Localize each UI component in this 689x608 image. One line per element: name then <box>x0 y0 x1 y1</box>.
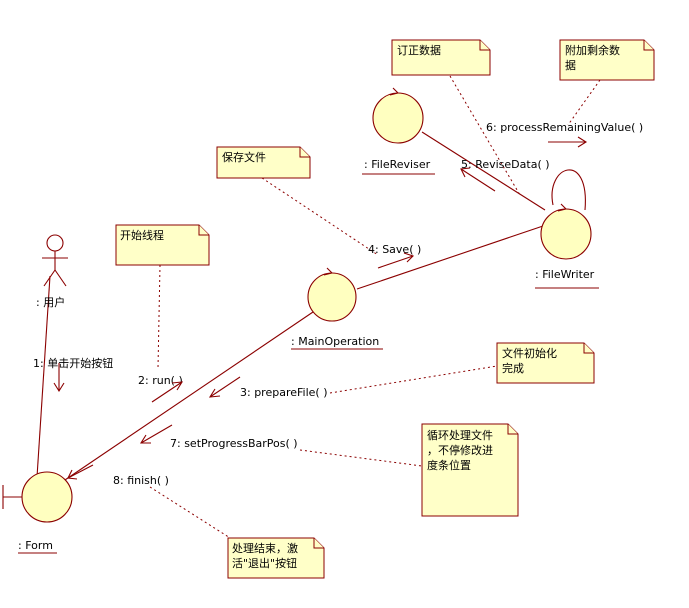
object-file-reviser[interactable]: : FileReviser <box>362 87 435 175</box>
note-line: 订正数据 <box>397 43 441 57</box>
object-form[interactable]: : Form <box>2 471 73 554</box>
link-filewriter-self <box>551 169 586 211</box>
message-4-label: 4: Save( ) <box>368 243 421 256</box>
note-revise-data[interactable]: 订正数据 <box>391 39 491 76</box>
link-filewriter-filereviser <box>421 131 546 211</box>
connector-append-note <box>567 79 601 126</box>
note-file-init[interactable]: 文件初始化 完成 <box>496 342 595 384</box>
arrow-icon <box>403 252 415 263</box>
arrow-icon <box>171 381 184 391</box>
note-line: 文件初始化 <box>502 346 557 360</box>
actor-user-label: : 用户 <box>36 295 65 309</box>
link-form-mainoperation <box>61 311 314 483</box>
message-5[interactable]: 5: ReviseData( ) <box>460 158 550 192</box>
control-object-icon <box>540 208 592 260</box>
message-7[interactable]: 7: setProgressBarPos( ) <box>140 424 298 450</box>
message-6[interactable]: 6: processRemainingValue( ) <box>486 121 643 148</box>
note-append-remaining[interactable]: 附加剩余数 据 <box>559 39 655 81</box>
note-line: 完成 <box>502 361 524 375</box>
note-save-file[interactable]: 保存文件 <box>216 146 311 179</box>
object-file-reviser-label: : FileReviser <box>364 158 431 171</box>
arrow-icon <box>208 388 221 398</box>
connector-finish-note <box>149 486 239 544</box>
note-line: ，不停修改进 <box>427 443 493 457</box>
arrow-icon <box>140 434 151 444</box>
message-1[interactable]: 1: 单击开始按钮 <box>33 356 113 393</box>
message-4[interactable]: 4: Save( ) <box>368 243 421 269</box>
arrow-icon <box>577 136 588 148</box>
message-2-label: 2: run( ) <box>138 374 183 387</box>
message-1-label: 1: 单击开始按钮 <box>33 356 113 370</box>
link-mainoperation-filewriter <box>356 225 544 290</box>
connector-start-note <box>157 264 161 369</box>
object-form-label: : Form <box>18 539 53 552</box>
note-start-thread[interactable]: 开始线程 <box>115 224 210 266</box>
object-main-operation[interactable]: : MainOperation <box>291 267 383 350</box>
note-line: 附加剩余数 <box>565 43 620 57</box>
note-finish[interactable]: 处理结束，激 活"退出"按钮 <box>227 537 325 579</box>
link-user-form <box>36 275 51 478</box>
message-6-label: 6: processRemainingValue( ) <box>486 121 643 134</box>
message-8[interactable]: 8: finish( ) <box>67 464 169 487</box>
actor-head-icon <box>46 234 64 252</box>
object-main-operation-label: : MainOperation <box>291 335 379 348</box>
connector-revise-note <box>449 75 521 196</box>
message-7-label: 7: setProgressBarPos( ) <box>170 437 298 450</box>
arrow-icon <box>460 167 471 178</box>
message-8-label: 8: finish( ) <box>113 474 169 487</box>
message-3-label: 3: prepareFile( ) <box>240 386 328 399</box>
object-file-writer[interactable]: : FileWriter <box>535 203 599 289</box>
control-object-icon <box>372 92 424 144</box>
note-loop-process[interactable]: 循环处理文件 ，不停修改进 度条位置 <box>421 423 519 517</box>
note-line: 循环处理文件 <box>427 428 493 442</box>
arrow-down-icon <box>53 382 65 393</box>
note-line: 处理结束，激 <box>232 541 298 555</box>
message-2[interactable]: 2: run( ) <box>138 374 184 403</box>
note-line: 活"退出"按钮 <box>232 556 297 570</box>
note-line: 保存文件 <box>222 150 266 164</box>
note-line: 开始线程 <box>120 228 164 242</box>
control-object-icon <box>307 272 357 322</box>
object-file-writer-label: : FileWriter <box>535 268 595 281</box>
message-5-label: 5: ReviseData( ) <box>461 158 550 171</box>
note-line: 度条位置 <box>427 458 471 472</box>
message-3[interactable]: 3: prepareFile( ) <box>208 376 328 399</box>
arrow-icon <box>67 469 78 480</box>
note-line: 据 <box>565 58 576 72</box>
actor-user[interactable]: : 用户 <box>36 234 68 309</box>
boundary-object-icon <box>21 471 73 523</box>
connector-save-note <box>261 177 379 256</box>
connector-loop-note <box>299 449 423 467</box>
connector-init-note <box>329 365 498 394</box>
